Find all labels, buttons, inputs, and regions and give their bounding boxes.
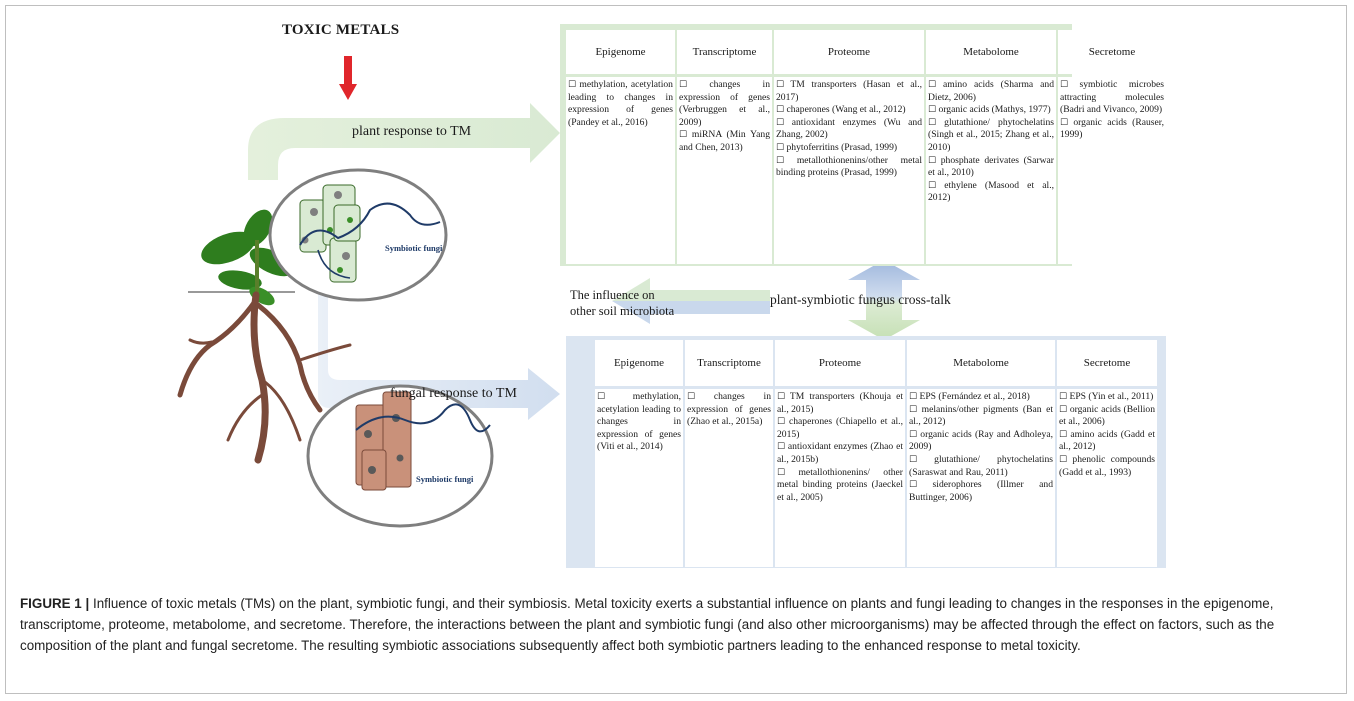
fungal-cell-epigenome: ☐ methylation, acetylation leading to ch… (595, 389, 683, 567)
list-item: chaperones (Wang et al., 2012) (786, 104, 906, 116)
fungal-cell-transcriptome: ☐ changes in expression of genes (Zhao e… (685, 389, 773, 567)
fungal-header-epigenome: Epigenome (595, 340, 683, 386)
influence-label-line1: The influence on (570, 288, 655, 302)
list-item: organic acids (Rauser, 1999) (1060, 116, 1165, 141)
list-item: organic acids (Ray and Adholeya, 2009) (909, 428, 1053, 453)
figure-illustration (177, 56, 920, 528)
symbiotic-fungi-label-bottom: Symbiotic fungi (416, 474, 474, 484)
list-item: ethylene (Masood et al., 2012) (928, 179, 1054, 204)
fungal-cell-secretome: ☐ EPS (Yin et al., 2011) ☐ organic acids… (1057, 389, 1157, 567)
plant-table: Epigenome Transcriptome Proteome Metabol… (566, 30, 1166, 264)
plant-cell-proteome: ☐ TM transporters (Hasan et al., 2017) ☐… (774, 77, 924, 264)
plant-header-proteome: Proteome (774, 30, 924, 74)
crosstalk-label: plant-symbiotic fungus cross-talk (770, 292, 951, 307)
figure-caption-text: Influence of toxic metals (TMs) on the p… (20, 596, 1275, 653)
list-item: glutathione/ phytochelatins (Saraswat an… (909, 453, 1053, 478)
plant-leaves-icon (201, 209, 295, 306)
list-item: TM transporters (Khouja et al., 2015) (777, 391, 903, 415)
fungal-cell-metabolome: ☐ EPS (Fernández et al., 2018) ☐ melanin… (907, 389, 1055, 567)
list-item: methylation, acetylation leading to chan… (597, 391, 681, 453)
list-item: organic acids (Mathys, 1977) (938, 104, 1051, 116)
fungal-cells-ellipse (306, 384, 494, 528)
plant-cells-ellipse (268, 168, 448, 302)
list-item: antioxidant enzymes (Zhao et al., 2015b) (777, 441, 903, 465)
list-item: melanins/other pigments (Ban et al., 201… (909, 403, 1053, 428)
plant-roots-icon (177, 291, 352, 464)
figure-caption: FIGURE 1 | Influence of toxic metals (TM… (20, 593, 1340, 656)
plant-header-metabolome: Metabolome (926, 30, 1056, 74)
plant-header-secretome: Secretome (1058, 30, 1166, 74)
list-item: TM transporters (Hasan et al., 2017) (776, 79, 922, 103)
toxic-arrow-icon (339, 56, 357, 100)
plant-cell-transcriptome: ☐ changes in expression of genes (Verbru… (677, 77, 772, 264)
influence-arrow (612, 278, 770, 324)
plant-header-transcriptome: Transcriptome (677, 30, 772, 74)
plant-cell-metabolome: ☐ amino acids (Sharma and Dietz, 2006) ☐… (926, 77, 1056, 264)
list-item: miRNA (Min Yang and Chen, 2013) (679, 129, 770, 153)
plant-cell-epigenome: ☐ methylation, acetylation leading to ch… (566, 77, 675, 264)
fungal-response-label: fungal response to TM (390, 386, 517, 401)
influence-label: The influence on other soil microbiota (570, 287, 674, 319)
list-item: methylation, acetylation leading to chan… (568, 79, 673, 128)
fungal-cell-proteome: ☐ TM transporters (Khouja et al., 2015) … (775, 389, 905, 567)
list-item: organic acids (Bellion et al., 2006) (1059, 403, 1156, 428)
plant-response-arrow (248, 103, 560, 180)
list-item: siderophores (Illmer and Buttinger, 2006… (909, 479, 1053, 503)
list-item: chaperones (Chiapello et al., 2015) (777, 416, 903, 440)
list-item: phytoferritins (Prasad, 1999) (786, 141, 898, 153)
plant-response-label: plant response to TM (352, 124, 472, 139)
list-item: changes in expression of genes (Verbrugg… (679, 79, 770, 128)
figure-frame (5, 5, 1347, 694)
influence-label-line2: other soil microbiota (570, 304, 675, 318)
list-item: EPS (Fernández et al., 2018) (919, 391, 1030, 402)
list-item: antioxidant enzymes (Wu and Zhang, 2002) (776, 116, 922, 141)
list-item: changes in expression of genes (Zhao et … (687, 391, 771, 428)
fungal-header-metabolome: Metabolome (907, 340, 1055, 386)
crosstalk-arrow (848, 260, 920, 340)
list-item: glutathione/ phytochelatins (Singh et al… (928, 116, 1054, 153)
fungal-header-secretome: Secretome (1057, 340, 1157, 386)
fungal-header-proteome: Proteome (775, 340, 905, 386)
list-item: symbiotic microbes attracting molecules … (1060, 79, 1164, 116)
list-item: amino acids (Gadd et al., 2012) (1059, 428, 1155, 453)
list-item: phosphate derivates (Sarwar et al., 2010… (928, 154, 1054, 179)
list-item: EPS (Yin et al., 2011) (1069, 391, 1154, 402)
figure-caption-label: FIGURE 1 | (20, 596, 90, 611)
list-item: metallothionenins/other metal binding pr… (776, 154, 922, 179)
list-item: metallothionenins/ other metal binding p… (777, 466, 903, 503)
plant-cell-secretome: ☐ symbiotic microbes attracting molecule… (1058, 77, 1166, 264)
fungal-table: Epigenome Transcriptome Proteome Metabol… (595, 340, 1157, 567)
plant-header-epigenome: Epigenome (566, 30, 675, 74)
list-item: phenolic compounds (Gadd et al., 1993) (1059, 453, 1155, 478)
fungal-header-transcriptome: Transcriptome (685, 340, 773, 386)
toxic-metals-label: TOXIC METALS (282, 22, 400, 38)
symbiotic-fungi-label-top: Symbiotic fungi (385, 243, 443, 253)
list-item: amino acids (Sharma and Dietz, 2006) (928, 79, 1054, 103)
